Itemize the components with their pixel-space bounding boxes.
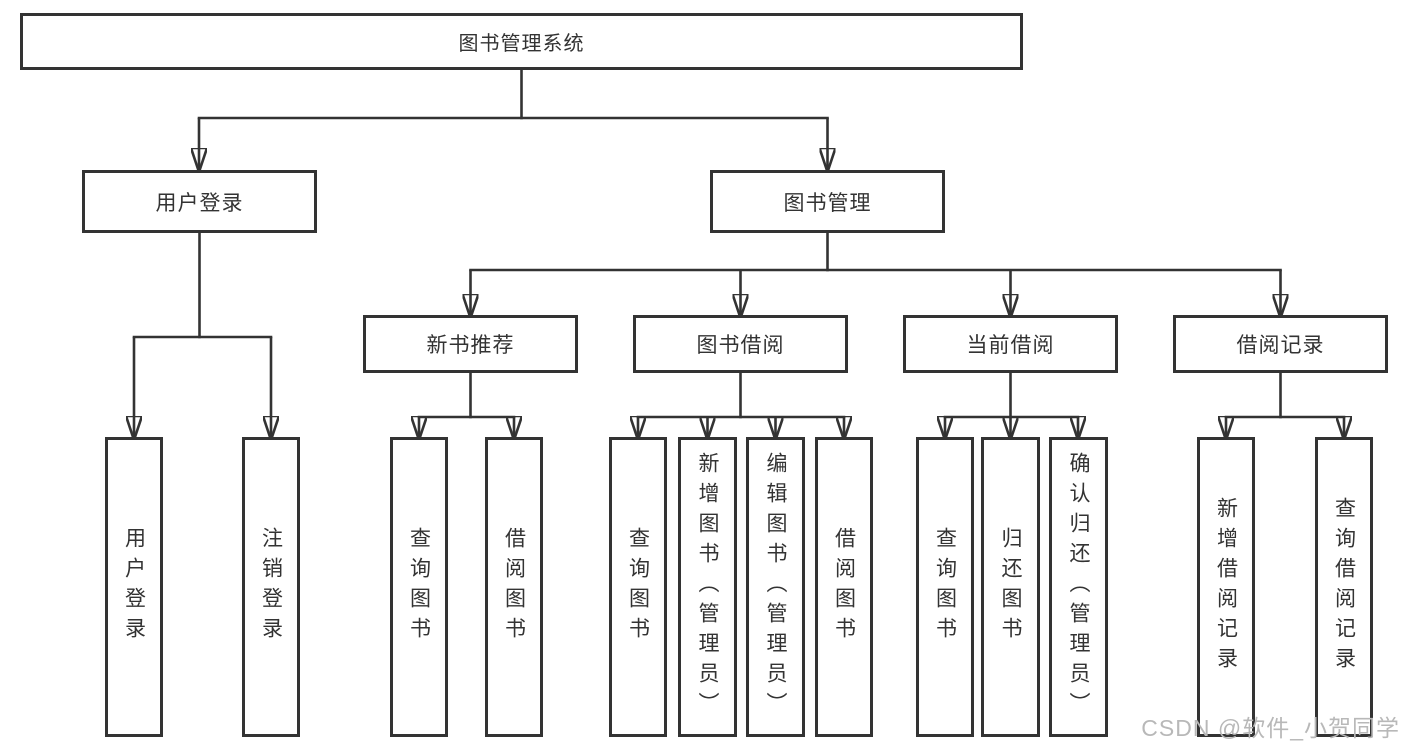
connector-current-borrowing-children xyxy=(945,371,1078,440)
node-label: 查询借阅记录 xyxy=(1332,497,1356,677)
leaf-cb-query-books: 查询图书 xyxy=(916,437,974,737)
node-label: 新增图书（管理员） xyxy=(696,452,719,722)
node-label: 查询图书 xyxy=(407,527,431,647)
csdn-watermark: CSDN @软件_小贺同学 xyxy=(1141,715,1400,741)
node-new-book-recommend: 新书推荐 xyxy=(363,315,578,373)
node-label: 新书推荐 xyxy=(426,334,515,357)
leaf-user-login: 用户登录 xyxy=(105,437,163,737)
node-label: 借阅记录 xyxy=(1236,334,1325,357)
node-label: 用户登录 xyxy=(122,527,146,647)
node-root: 图书管理系统 xyxy=(20,13,1023,70)
leaf-br-query-record: 查询借阅记录 xyxy=(1315,437,1373,737)
connector-borrowing-records-children xyxy=(1226,371,1344,440)
node-label: 归还图书 xyxy=(999,527,1022,647)
leaf-cb-return-books: 归还图书 xyxy=(981,437,1040,737)
node-label: 查询图书 xyxy=(626,527,650,647)
leaf-bb-borrow-books: 借阅图书 xyxy=(815,437,873,737)
leaf-bb-edit-books-admin: 编辑图书（管理员） xyxy=(746,437,805,737)
node-label: 新增借阅记录 xyxy=(1214,497,1238,677)
connector-book-management-children xyxy=(471,231,1281,318)
leaf-logout: 注销登录 xyxy=(242,437,300,737)
node-user-login: 用户登录 xyxy=(82,170,317,233)
node-label: 确认归还（管理员） xyxy=(1067,452,1090,722)
node-label: 编辑图书（管理员） xyxy=(764,452,787,722)
node-book-borrowing: 图书借阅 xyxy=(633,315,848,373)
leaf-br-add-record: 新增借阅记录 xyxy=(1197,437,1255,737)
node-label: 图书管理 xyxy=(783,191,872,215)
connector-root-to-level2 xyxy=(199,68,828,172)
leaf-bb-add-books-admin: 新增图书（管理员） xyxy=(678,437,737,737)
leaf-bb-query-books: 查询图书 xyxy=(609,437,667,737)
leaf-cb-confirm-return-admin: 确认归还（管理员） xyxy=(1049,437,1108,737)
node-book-management: 图书管理 xyxy=(710,170,945,233)
node-borrowing-records: 借阅记录 xyxy=(1173,315,1388,373)
node-current-borrowing: 当前借阅 xyxy=(903,315,1118,373)
node-label: 图书借阅 xyxy=(696,334,785,357)
node-label: 借阅图书 xyxy=(502,527,526,647)
connector-user-login-children xyxy=(134,231,271,440)
node-label: 图书管理系统 xyxy=(458,33,585,55)
node-label: 查询图书 xyxy=(933,527,957,647)
node-label: 注销登录 xyxy=(259,527,283,647)
node-label: 当前借阅 xyxy=(966,334,1055,357)
connector-new-book-recommend-children xyxy=(419,371,514,440)
connector-book-borrowing-children xyxy=(638,371,844,440)
node-label: 借阅图书 xyxy=(832,527,856,647)
leaf-nbr-borrow-books: 借阅图书 xyxy=(485,437,543,737)
node-label: 用户登录 xyxy=(155,191,244,215)
leaf-nbr-query-books: 查询图书 xyxy=(390,437,448,737)
